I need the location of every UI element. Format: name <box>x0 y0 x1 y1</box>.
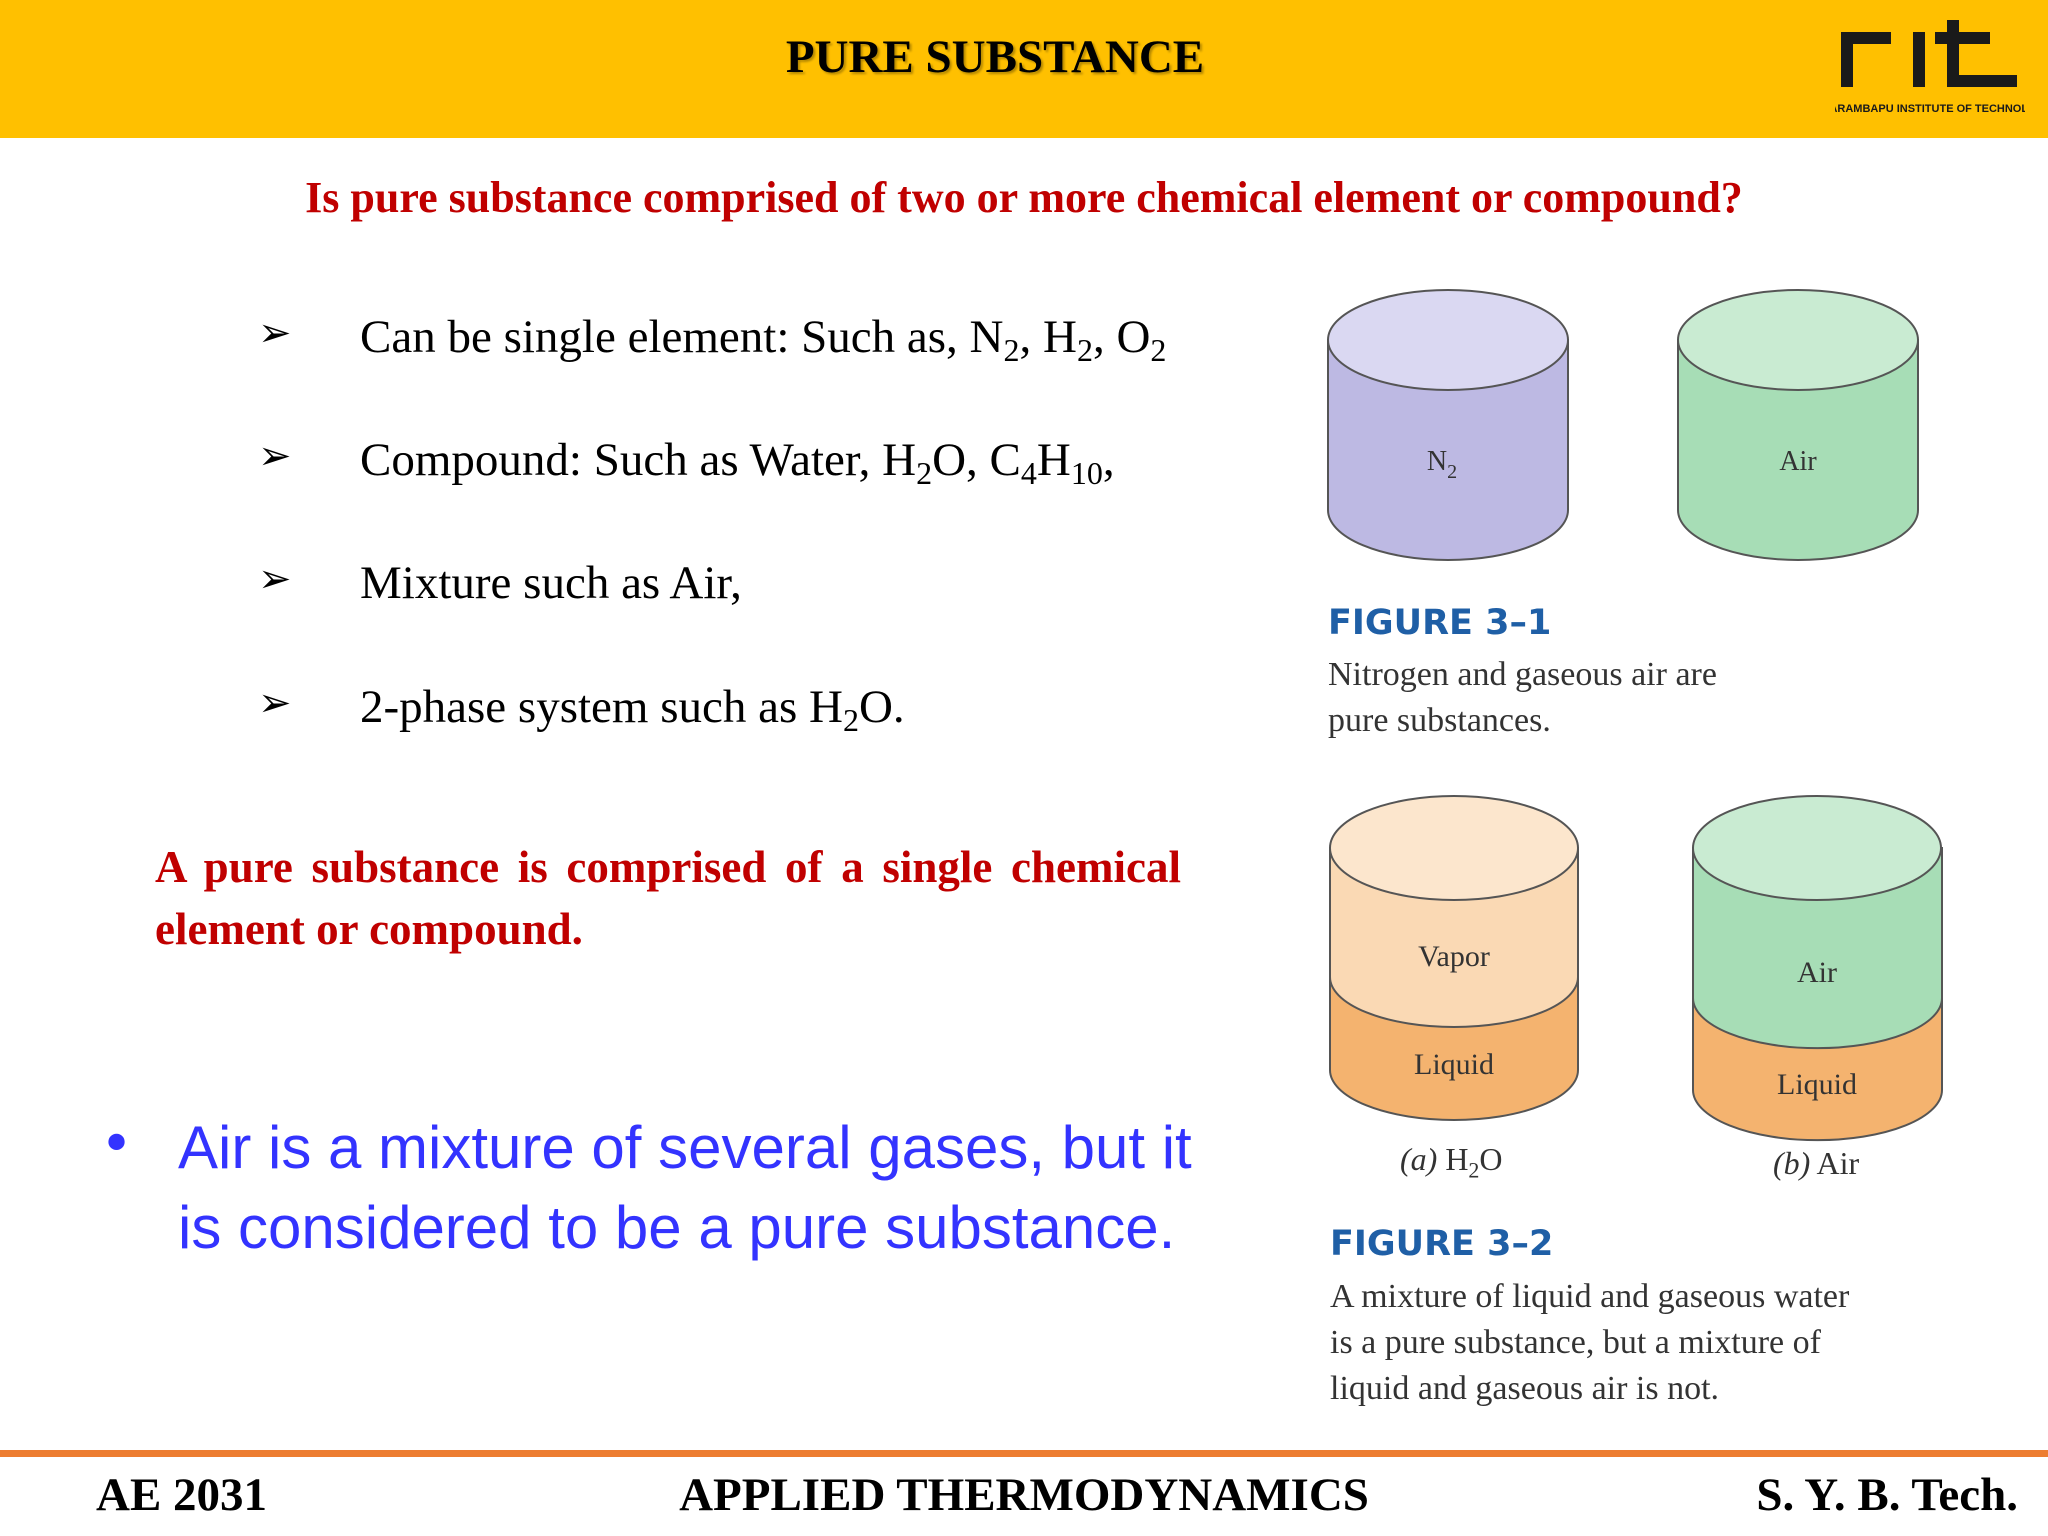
arrow-bullet-icon: ➢ <box>258 310 292 356</box>
n2-cylinder: N2 <box>1327 289 1569 561</box>
h2o-two-phase-cylinder: Vapor Liquid <box>1329 795 1579 1121</box>
cylinder-figures: N2 Air Vapor Liquid Air Liquid <box>1327 289 1943 1142</box>
air-note: Air is a mixture of several gases, but i… <box>178 1114 1192 1261</box>
footer-course-code: AE 2031 <box>96 1469 268 1521</box>
logo-caption: RAJARAMBAPU INSTITUTE OF TECHNOLOGY <box>1835 103 2025 115</box>
liquid-label: Liquid <box>1777 1068 1857 1101</box>
footer-class: S. Y. B. Tech. <box>1756 1469 2018 1521</box>
arrow-bullet-icon: ➢ <box>258 433 292 479</box>
bullet-dot-icon: • <box>100 1112 134 1177</box>
figure-3-1-title: FIGURE 3–1 <box>1328 603 1552 643</box>
question-heading: Is pure substance comprised of two or mo… <box>305 173 1743 222</box>
subfigure-a-label: (a) H2O <box>1400 1141 1503 1183</box>
figure-3-1-caption: Nitrogen and gaseous air are pure substa… <box>1328 656 1717 739</box>
subfigure-b-label: (b) Air <box>1773 1145 1860 1181</box>
definition-text: A pure substance is comprised of a singl… <box>155 842 1181 954</box>
air-label: Air <box>1797 956 1837 989</box>
arrow-bullet-icon: ➢ <box>258 680 292 726</box>
arrow-bullet-icon: ➢ <box>258 556 292 602</box>
footer-divider <box>0 1450 2048 1457</box>
slide-title: PURE SUBSTANCE <box>785 31 1205 83</box>
rit-logo: RAJARAMBAPU INSTITUTE OF TECHNOLOGY <box>1835 20 2025 115</box>
liquid-label: Liquid <box>1414 1048 1494 1081</box>
header-bar: PURE SUBSTANCE RAJARAMBAPU INSTITUTE OF … <box>0 0 2048 138</box>
figure-3-2-title: FIGURE 3–2 <box>1330 1224 1554 1264</box>
air-cylinder: Air <box>1677 289 1919 561</box>
footer-subject: APPLIED THERMODYNAMICS <box>679 1469 1369 1521</box>
n2-label: N2 <box>1427 446 1457 483</box>
figure-3-2-caption: A mixture of liquid and gaseous water is… <box>1330 1278 1850 1407</box>
air-label: Air <box>1779 446 1817 477</box>
vapor-label: Vapor <box>1418 940 1490 973</box>
air-two-phase-cylinder: Air Liquid <box>1692 795 1943 1142</box>
